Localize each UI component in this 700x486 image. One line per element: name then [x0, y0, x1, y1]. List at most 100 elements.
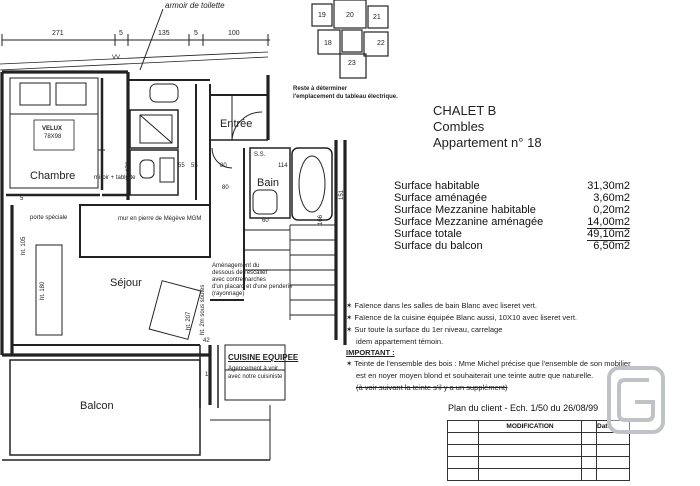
note-emplacement: l'emplacement du tableau électrique. [293, 94, 398, 100]
dim-60: 60 [262, 218, 269, 224]
note-carrelage: ✶ Sur toute la surface du 1er niveau, ca… [346, 325, 503, 334]
surface-value: 6,50m2 [593, 240, 630, 252]
amenagement-3: avec contremarches [212, 277, 267, 283]
surface-row: Surface totale 49,10m2 [394, 228, 630, 241]
amenagement-4: d'un placard et d'une penderie [212, 284, 293, 290]
note-idem: idem appartement témoin. [356, 337, 444, 346]
surface-label: Surface Mezzanine habitable [394, 204, 536, 216]
note-noyer: est en noyer moyen blond et souhaiterait… [356, 371, 594, 380]
mod-cell [596, 444, 630, 457]
label-ss: S.S. [254, 152, 266, 158]
mod-cell [581, 468, 597, 481]
room-bain: Bain [257, 177, 280, 189]
room-chambre: Chambre [30, 170, 76, 182]
surface-label: Surface totale [394, 228, 462, 240]
room-sejour: Séjour [110, 277, 142, 289]
mod-cell [478, 468, 582, 481]
label-ht-180: ht. 180 [40, 281, 46, 300]
label-miroir: miroir + tablette [94, 175, 136, 181]
dim-271: 271 [52, 30, 64, 37]
keyplan-21: 21 [373, 14, 381, 21]
mod-cell [447, 420, 479, 433]
mod-cell [447, 444, 479, 457]
dim-5: 5 [20, 196, 24, 202]
label-ht-176: ht. 176 [126, 161, 132, 180]
surface-row: Surface du balcon 6,50m2 [394, 240, 630, 252]
surface-value: 49,10m2 [587, 228, 630, 241]
amenagement-2: dessous de l'escalier [212, 270, 268, 276]
mod-cell [596, 432, 630, 445]
dim-151: 151 [339, 189, 345, 200]
label-ht-207: ht. 207 [186, 311, 192, 330]
window-label: VELUX [42, 126, 63, 132]
modification-table: MODIFICATION Date [447, 420, 630, 481]
amenagement-1: Aménagement du [212, 263, 260, 269]
mod-cell [581, 444, 597, 457]
room-balcon: Balcon [80, 400, 114, 412]
cuisine-note-2: avec notre cuisiniste [228, 374, 283, 380]
surface-row: Surface habitable 31,30m2 [394, 180, 630, 192]
surface-label: Surface habitable [394, 180, 480, 192]
note-faience-bain: ✶ Faïence dans les salles de bain Blanc … [346, 301, 537, 310]
note-teinte: ✶ Teinte de l'ensemble des bois : Mme Mi… [346, 359, 631, 368]
keyplan-23: 23 [348, 60, 356, 67]
surface-label: Surface aménagée [394, 192, 487, 204]
surface-row: Surface Mezzanine aménagée 14,00m2 [394, 216, 630, 229]
dim-12: 12 [205, 372, 212, 378]
header-combles: Combles [433, 119, 485, 134]
surface-row: Surface aménagée 3,60m2 [394, 192, 630, 204]
mod-cell [596, 468, 630, 481]
dim-166: 166 [318, 214, 324, 225]
mod-cell [447, 432, 479, 445]
label-ht-105: ht. 105 [21, 236, 27, 255]
header-appartement: Appartement n° 18 [433, 135, 542, 150]
mod-cell [581, 432, 597, 445]
mod-col-header: MODIFICATION [478, 420, 582, 433]
dim-55a: 55 [178, 163, 185, 169]
note-supplement: (à voir suivant la teinte s'il y a un su… [356, 383, 508, 392]
keyplan-20: 20 [346, 12, 354, 19]
surface-label: Surface du balcon [394, 240, 483, 252]
dim-55b: 55 [191, 163, 198, 169]
dim-5-left: 5 [119, 30, 123, 37]
keyplan-19: 19 [318, 12, 326, 19]
note-faience-cuisine: ✶ Faïence de la cuisine équipée Blanc au… [346, 313, 577, 322]
surface-label: Surface Mezzanine aménagée [394, 216, 544, 228]
mod-cell [581, 456, 597, 469]
mod-cell [581, 420, 597, 433]
cuisine-note-1: Agencement à voir [228, 366, 279, 372]
label-porte-speciale: porte spéciale [30, 215, 68, 221]
logo-watermark-icon [607, 366, 665, 434]
dim-135: 135 [158, 30, 170, 37]
mod-cell [596, 456, 630, 469]
amenagement-5: (rayonnage) [212, 291, 245, 297]
room-cuisine: CUISINE EQUIPEE [228, 353, 299, 362]
label-vv: VV [112, 55, 121, 61]
annotation-armoire: armoir de toilette [165, 1, 225, 10]
note-reste: Reste à déterminer [293, 86, 348, 92]
dim-5-right: 5 [194, 30, 198, 37]
label-mur-pierre: mur en pierre de Mégève MGM [118, 216, 202, 222]
dim-42: 42 [203, 338, 210, 344]
plan-client-caption: Plan du client - Ech. 1/50 du 26/08/99 [448, 403, 599, 413]
dim-80: 80 [220, 163, 227, 169]
mod-cell [478, 444, 582, 457]
surface-row: Surface Mezzanine habitable 0,20m2 [394, 204, 630, 216]
header-chalet: CHALET B [433, 103, 497, 118]
surface-value: 14,00m2 [587, 216, 630, 229]
mod-cell [478, 456, 582, 469]
surface-value: 0,20m2 [593, 204, 630, 216]
surface-value: 3,60m2 [593, 192, 630, 204]
surface-value: 31,30m2 [587, 180, 630, 192]
note-important: IMPORTANT : [346, 348, 395, 357]
window-size: 78X98 [44, 134, 62, 140]
dim-100: 100 [228, 30, 240, 37]
keyplan-18: 18 [324, 40, 332, 47]
dim-80b: 80 [222, 185, 229, 191]
mod-cell [478, 432, 582, 445]
label-soutes: ht. 2m sous soutes [200, 284, 206, 335]
mod-cell [447, 468, 479, 481]
mod-cell [447, 456, 479, 469]
